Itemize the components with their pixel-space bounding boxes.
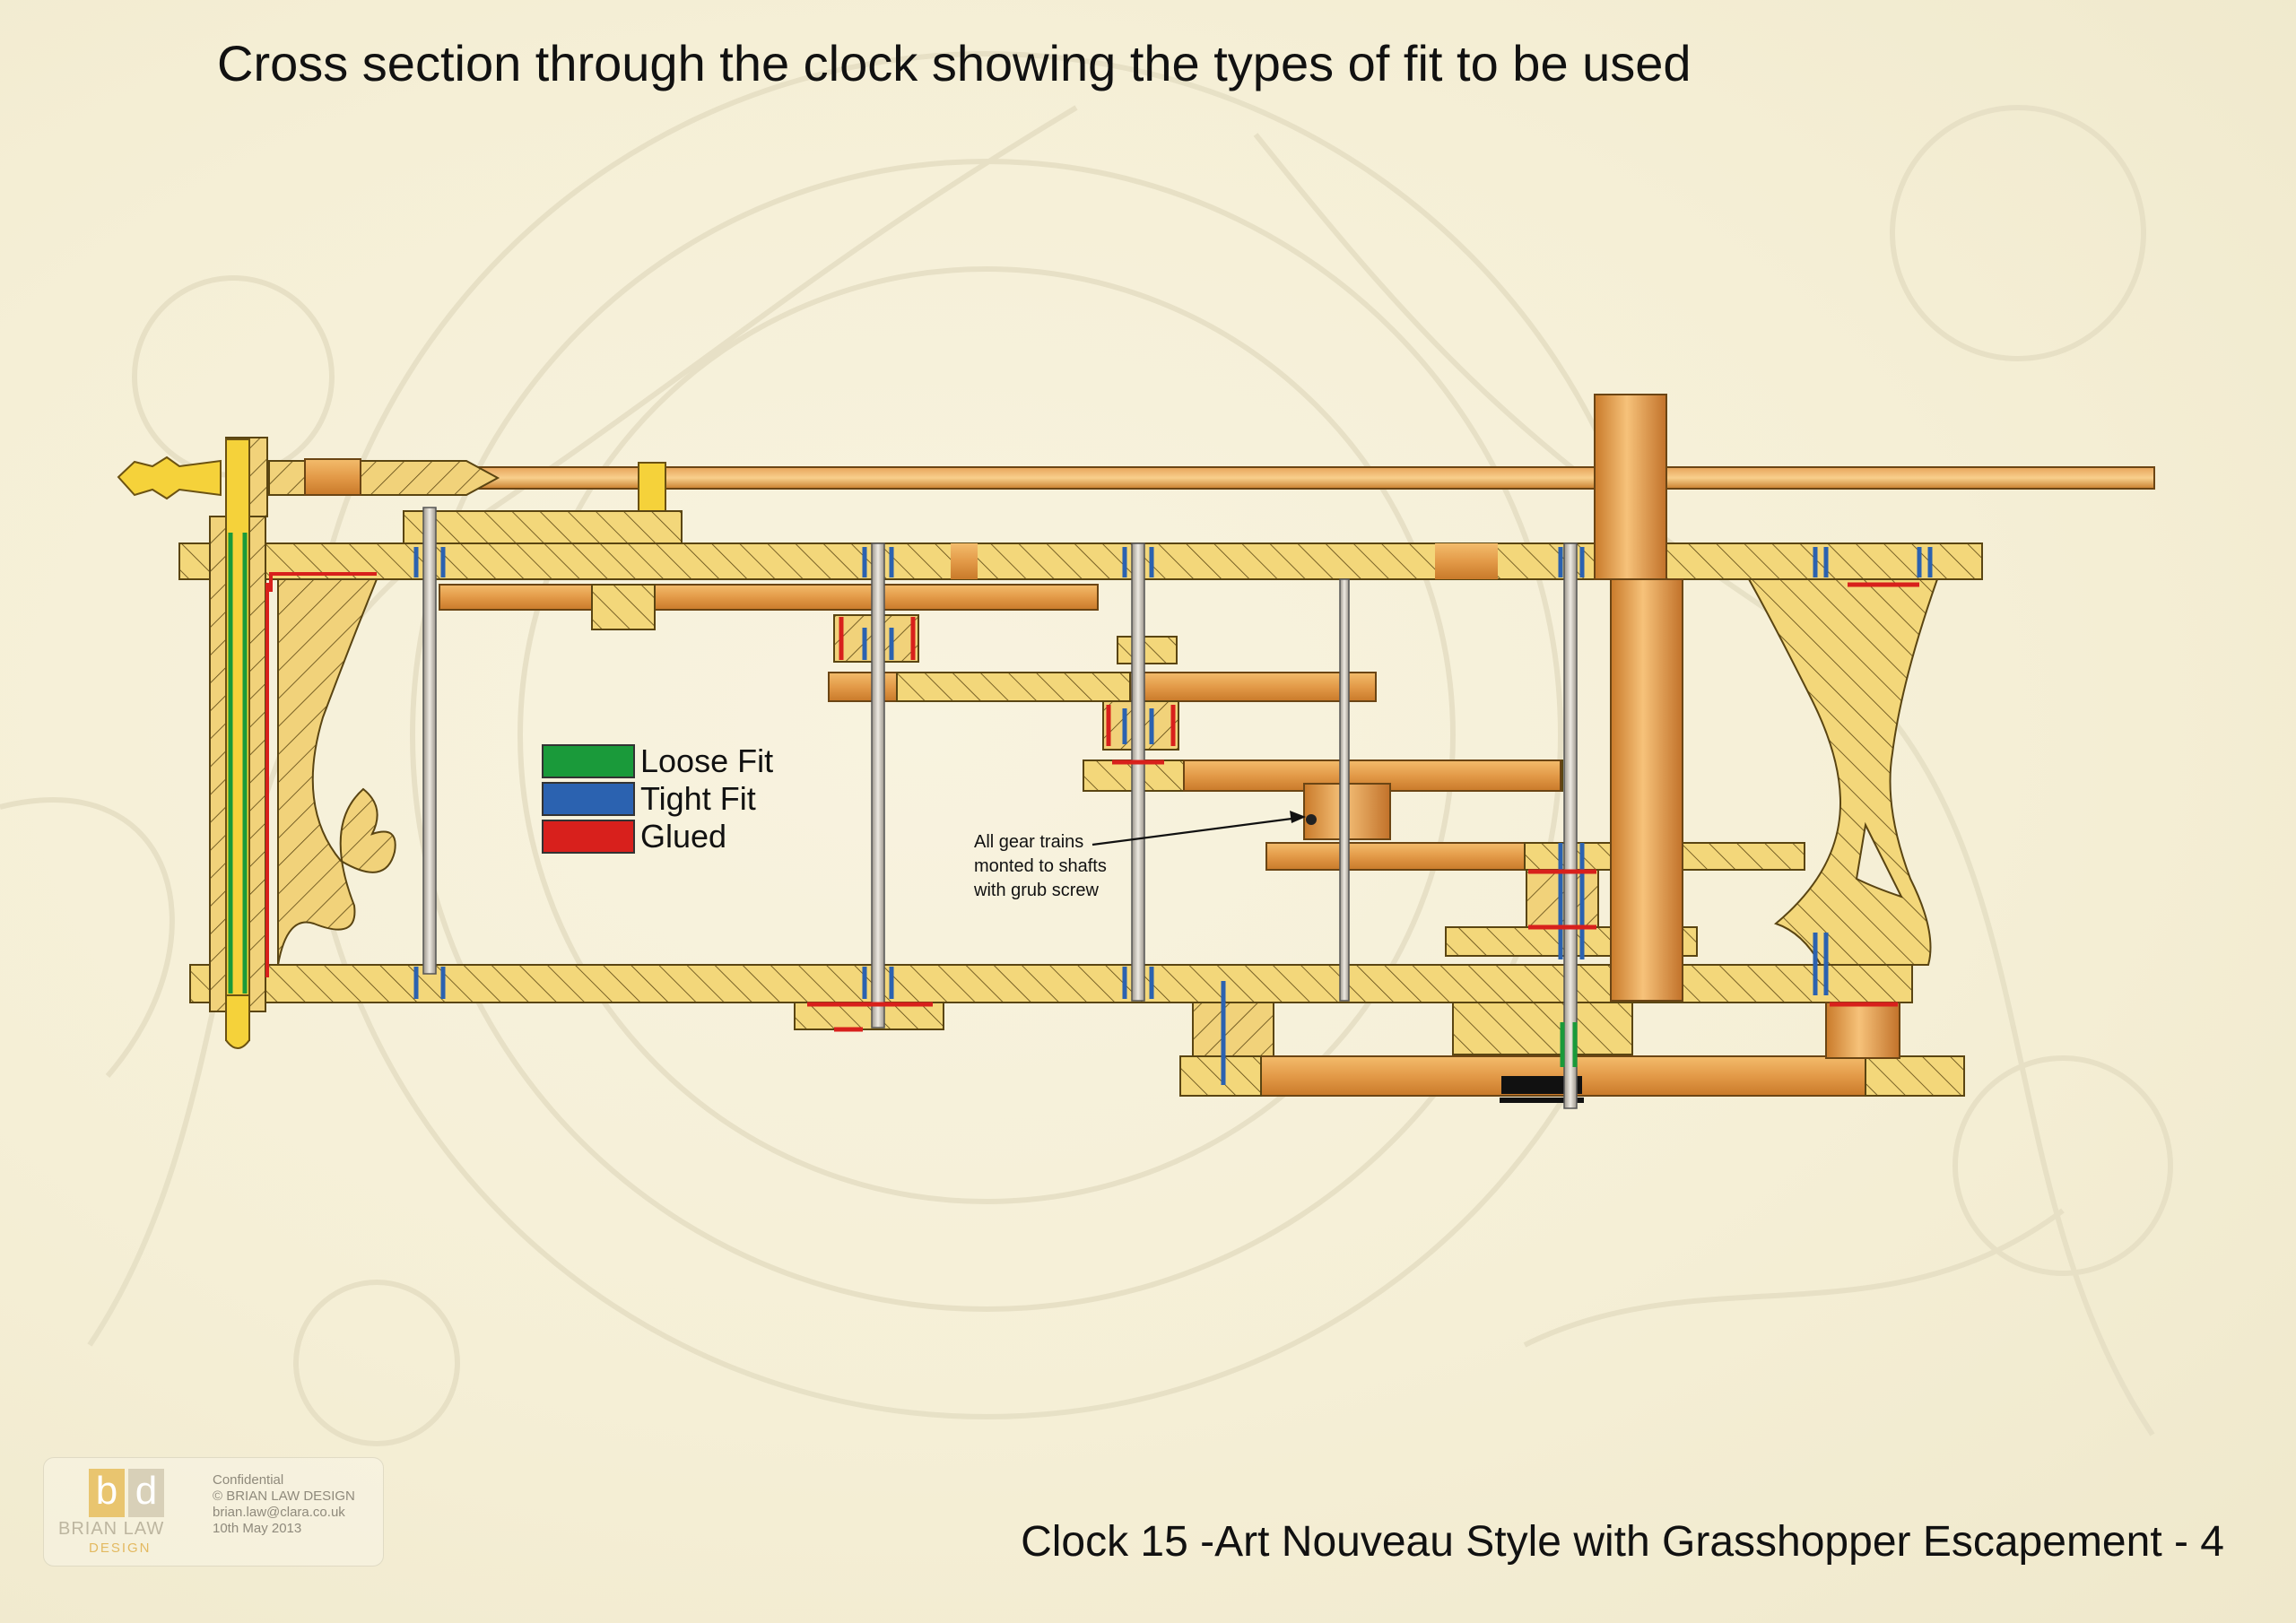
centre-arbor <box>1594 394 1683 1002</box>
credit-line: brian.law@clara.co.uk <box>213 1505 345 1520</box>
legend-label: Loose Fit <box>640 742 774 779</box>
hand-shaft-rod <box>268 460 2155 514</box>
right-ornamental-bracket <box>1747 578 1939 966</box>
logo-subtext: DESIGN <box>89 1541 152 1556</box>
gear-train-note: All gear trains monted to shafts with gr… <box>974 832 1107 900</box>
designer-credit-box: b d BRIAN LAW DESIGN Confidential © BRIA… <box>43 1457 384 1567</box>
middle-gear-row <box>1083 759 1805 957</box>
legend-item-tight-fit: Tight Fit <box>542 780 773 818</box>
legend-item-loose-fit: Loose Fit <box>542 742 773 780</box>
logo-name: BRIAN LAW <box>58 1519 165 1539</box>
designer-logo: b d <box>89 1469 168 1526</box>
drawing-subtitle: Clock 15 -Art Nouveau Style with Grassho… <box>1021 1518 2224 1566</box>
annotation-leader <box>1091 811 1306 846</box>
credit-lines: Confidential © BRIAN LAW DESIGN brian.la… <box>213 1472 355 1537</box>
logo-letter-d: d <box>128 1469 164 1517</box>
upper-gear-row <box>439 584 1377 751</box>
legend-swatch-loose-fit <box>542 744 635 778</box>
legend-label: Tight Fit <box>640 780 756 817</box>
front-plate <box>178 542 1983 580</box>
credit-line: © BRIAN LAW DESIGN <box>213 1488 355 1504</box>
fit-markers <box>413 547 1933 1085</box>
credit-line: 10th May 2013 <box>213 1521 302 1536</box>
lower-assembly <box>794 1002 1965 1103</box>
left-ornamental-bracket <box>277 578 396 966</box>
legend-swatch-glued <box>542 820 635 854</box>
credit-line: Confidential <box>213 1472 284 1488</box>
fit-legend: Loose Fit Tight Fit Glued <box>542 742 773 855</box>
legend-item-glued: Glued <box>542 818 773 855</box>
logo-letter-b: b <box>89 1469 125 1517</box>
legend-swatch-tight-fit <box>542 782 635 816</box>
pivot-shafts <box>422 507 1578 1109</box>
left-pillar <box>209 438 377 1049</box>
legend-label: Glued <box>640 818 727 855</box>
page-title: Cross section through the clock showing … <box>217 35 1692 91</box>
upper-bracket-bar <box>403 510 683 544</box>
